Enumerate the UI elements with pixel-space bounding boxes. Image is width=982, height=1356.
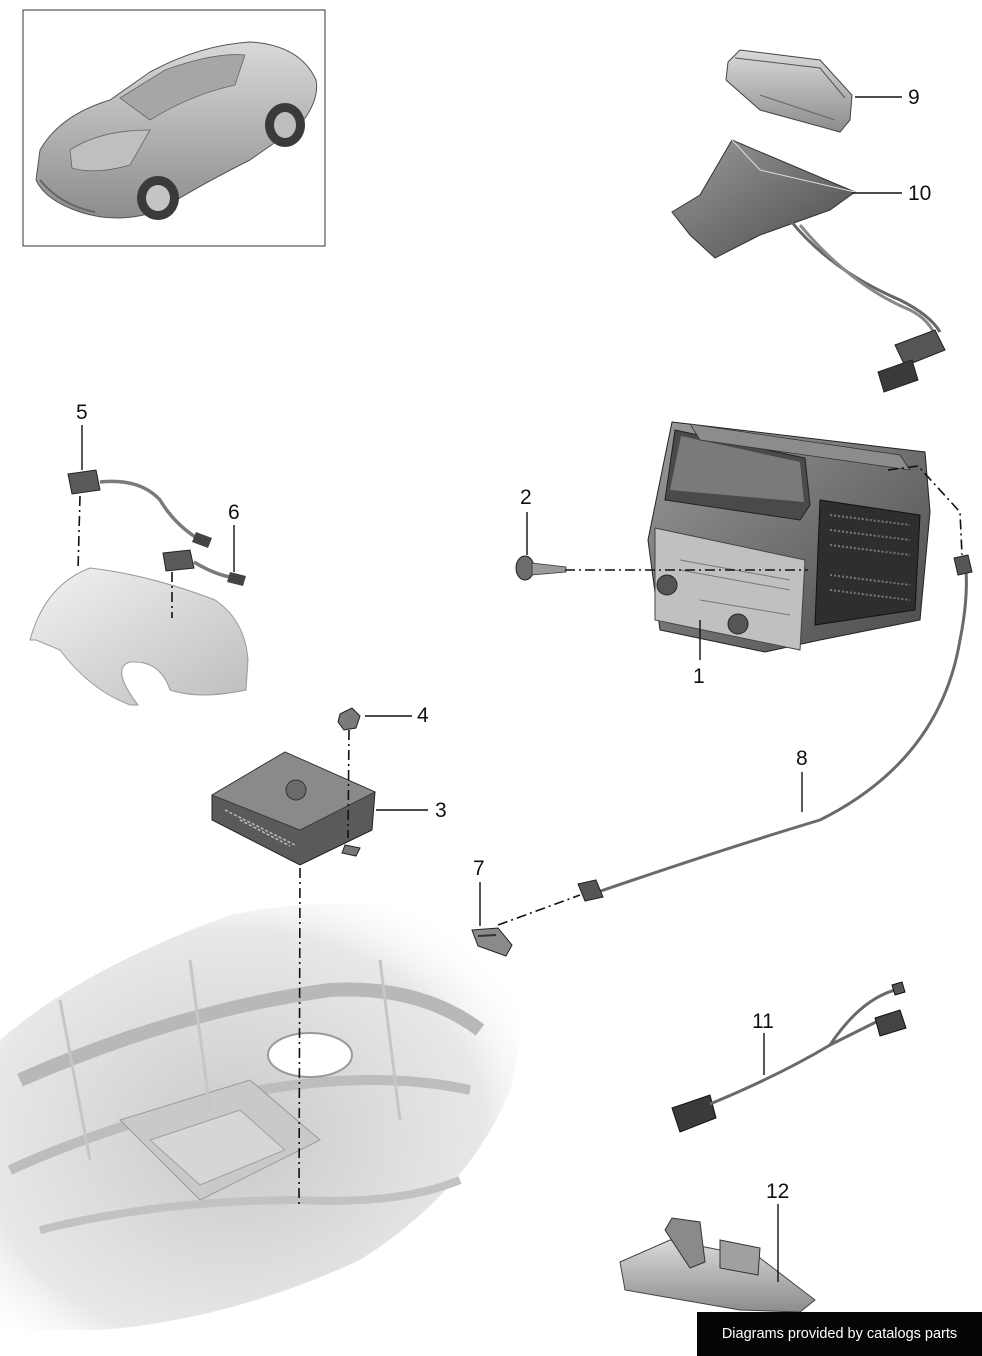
part-11-image [671,981,907,1133]
callout-1: 1 [693,665,705,688]
callout-7: 7 [473,857,485,880]
assembly-line-part-4 [347,729,350,839]
assembly-line-part-3 [298,867,301,1206]
assembly-line-part-7 [497,894,581,926]
part-3-image [211,751,376,866]
callout-11: 11 [752,1010,774,1033]
callout-5: 5 [76,401,88,424]
vehicle-thumbnail [22,9,326,247]
car-body-image [35,41,318,220]
vehicle-floor-pan-image [0,903,519,1330]
trim-cover-image [29,567,249,706]
part-9-image [725,49,853,133]
callout-labels: 9 10 1 2 5 6 4 3 7 8 11 12 [76,86,931,1203]
attribution-footer: Diagrams provided by catalogs parts [697,1312,982,1356]
part-6-image [162,549,246,586]
callout-12: 12 [766,1180,789,1203]
callout-6: 6 [228,501,240,524]
callout-2: 2 [520,486,532,509]
part-1-image [647,421,931,653]
callout-8: 8 [796,747,808,770]
part-4-image [337,707,361,731]
callout-10: 10 [908,182,931,205]
assembly-line-cable-8 [887,465,963,556]
part-10-image [671,139,946,393]
part-7-image [471,927,513,957]
attribution-text: Diagrams provided by catalogs parts [721,1326,958,1342]
part-8-image [577,554,973,902]
callout-3: 3 [435,799,447,822]
callout-leaders [81,96,902,1282]
part-12-image [619,1217,816,1313]
callout-4: 4 [417,704,429,727]
part-2-image [515,555,567,581]
callout-9: 9 [908,86,920,109]
part-5-image [67,469,212,548]
assembly-line-part-5 [77,495,81,571]
assembly-lines [77,465,963,1206]
